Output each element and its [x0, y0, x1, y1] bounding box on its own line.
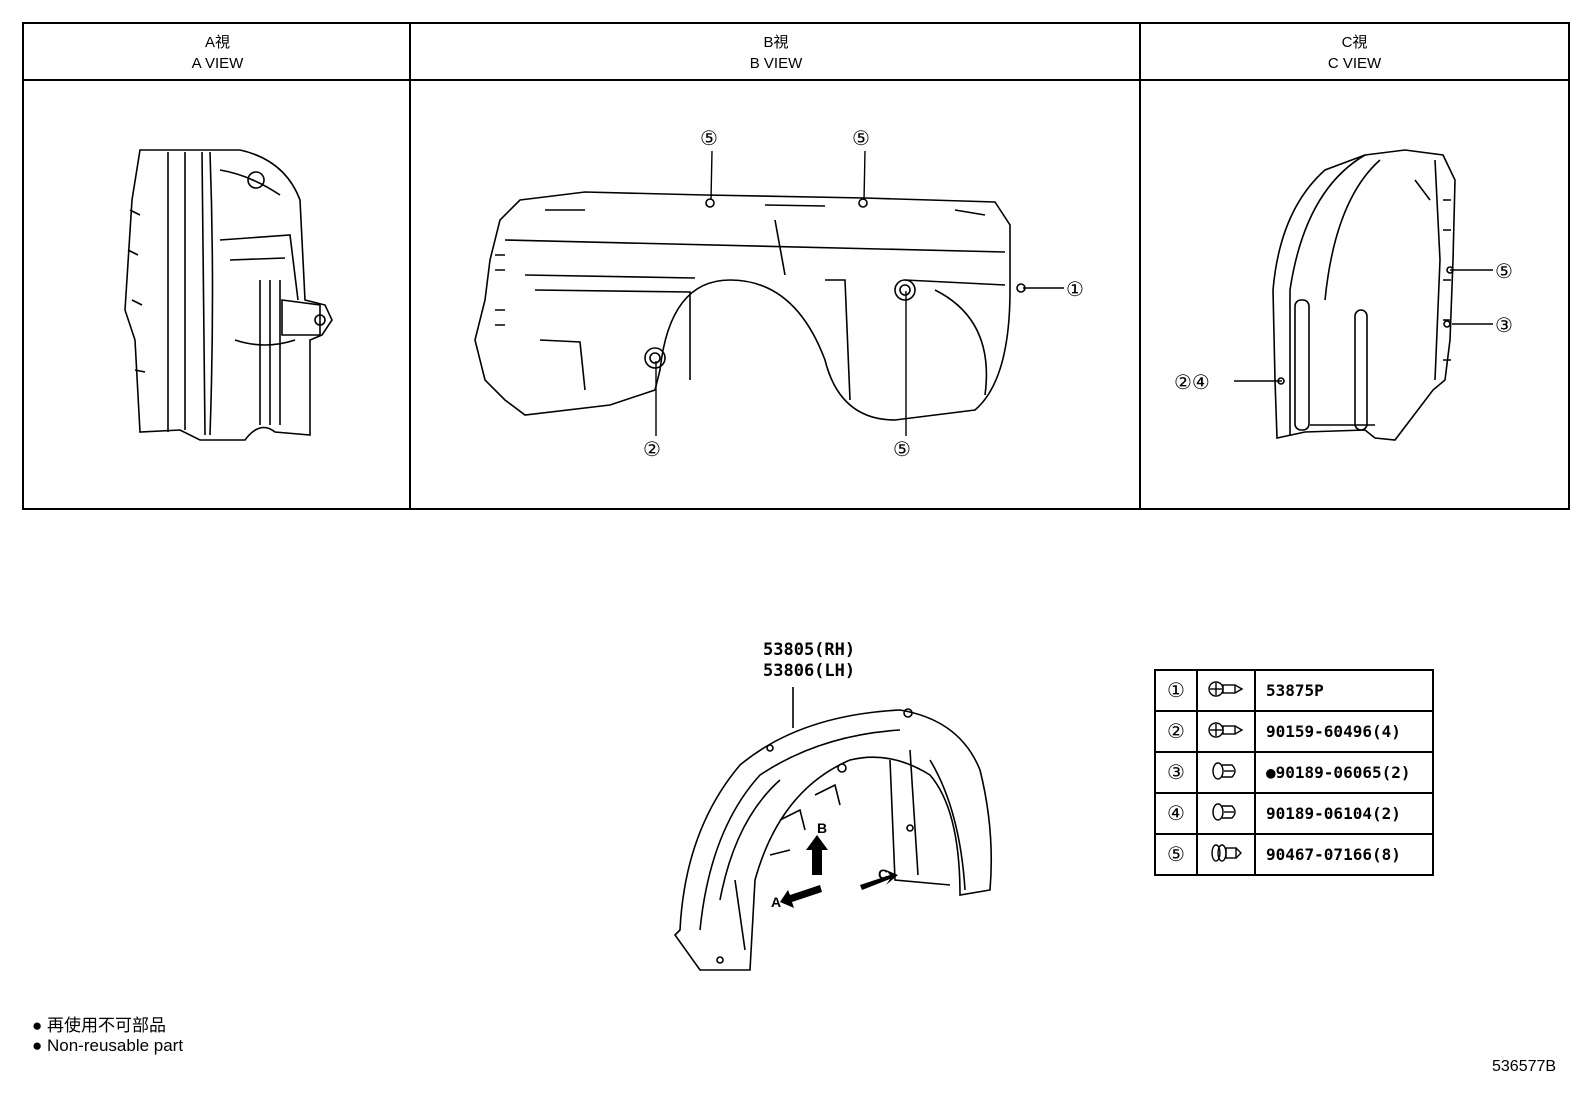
illustration-number: 536577B — [1492, 1058, 1557, 1075]
callout-5: ⑤ — [1495, 261, 1513, 283]
parts-row: ② 90159-60496(4) — [1154, 710, 1434, 753]
part-callout: ④ — [1154, 792, 1198, 835]
b-view-cell: B視 B VIEW — [411, 24, 1141, 508]
clip-icon — [1196, 792, 1256, 835]
b-view-title-jp: B視 — [763, 34, 789, 51]
parts-row: ⑤ 90467-07166(8) — [1154, 833, 1434, 876]
b-view-title-en: B VIEW — [749, 55, 803, 72]
part-number: 90189-06104(2) — [1254, 792, 1434, 835]
c-view-title-jp: C視 — [1341, 34, 1368, 51]
callout-5: ⑤ — [852, 128, 870, 150]
part-callout: ⑤ — [1154, 833, 1198, 876]
divider — [409, 24, 411, 508]
parts-table: ① 53875P ② 90159-60496(4) ③ ●90189-06065… — [1154, 669, 1434, 876]
a-view-drawing — [124, 149, 333, 441]
part-number: 90159-60496(4) — [1254, 710, 1434, 753]
parts-row: ① 53875P — [1154, 669, 1434, 712]
c-view-title-en: C VIEW — [1327, 55, 1382, 72]
callout-5: ⑤ — [893, 439, 911, 461]
callout-1: ① — [1066, 279, 1084, 301]
a-view-title-en: A VIEW — [191, 55, 244, 72]
a-view-header: A視 A VIEW — [24, 24, 411, 81]
c-view-header: C視 C VIEW — [1141, 24, 1568, 81]
views-table: A視 A VIEW B視 B VIEW C視 C VIEW — [22, 22, 1570, 510]
part-number: 53875P — [1254, 669, 1434, 712]
callout-5: ⑤ — [700, 128, 718, 150]
part-number: 90467-07166(8) — [1254, 833, 1434, 876]
part-callout: ② — [1154, 710, 1198, 753]
clip-icon — [1196, 751, 1256, 794]
part-number: ●90189-06065(2) — [1254, 751, 1434, 794]
a-view-cell: A視 A VIEW — [24, 24, 411, 508]
a-view-title-jp: A視 — [204, 34, 230, 51]
c-view-drawing — [1272, 149, 1456, 441]
arrow-label-a: A — [771, 894, 782, 910]
push-clip-icon — [1196, 833, 1256, 876]
arrow-label-b: B — [817, 820, 828, 836]
part-callout: ① — [1154, 669, 1198, 712]
fender-liner-drawing — [673, 687, 993, 971]
arrow-label-c: C — [878, 866, 889, 882]
parts-row: ④ 90189-06104(2) — [1154, 792, 1434, 835]
legend-jp: ● 再使用不可部品 — [32, 1016, 166, 1035]
callout-2: ② — [643, 439, 661, 461]
legend-en: ● Non-reusable part — [32, 1036, 184, 1055]
b-view-drawing — [474, 191, 1026, 421]
part-callout: ③ — [1154, 751, 1198, 794]
callout-3: ③ — [1495, 315, 1513, 337]
callout-2-4: ②④ — [1174, 372, 1210, 394]
part-label-lh: 53806(LH) — [763, 661, 856, 681]
screw-grommet-icon — [1196, 669, 1256, 712]
c-view-cell: C視 C VIEW — [1141, 24, 1568, 508]
divider — [1139, 24, 1141, 508]
screw-grommet-icon — [1196, 710, 1256, 753]
part-label-rh: 53805(RH) — [763, 640, 856, 660]
b-view-header: B視 B VIEW — [411, 24, 1141, 81]
parts-row: ③ ●90189-06065(2) — [1154, 751, 1434, 794]
